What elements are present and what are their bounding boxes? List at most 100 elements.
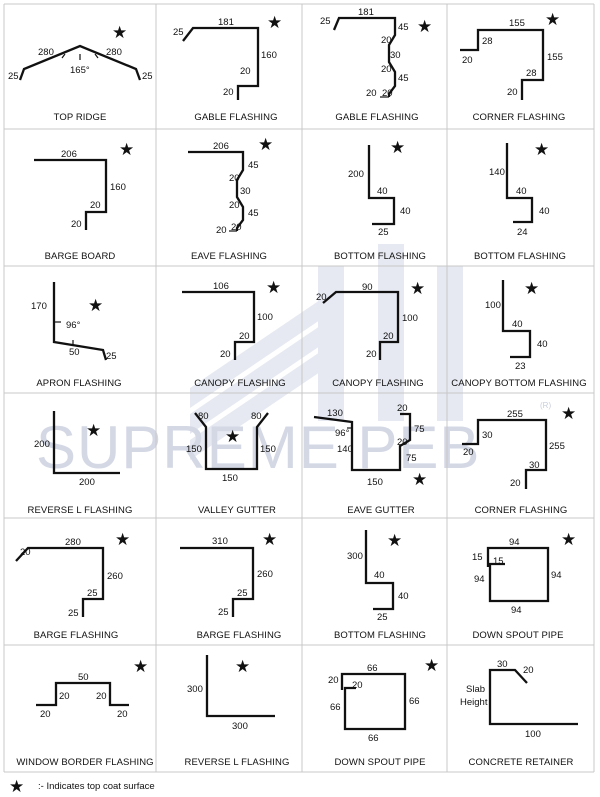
dim-label: 200 xyxy=(79,477,95,488)
dim-label: 20 xyxy=(71,219,82,230)
star-icon: ★ xyxy=(561,404,576,423)
profile-reverse-l-flashing-2: 300 300 ★ REVERSE L FLASHING xyxy=(185,655,290,768)
profile-caption: CANOPY FLASHING xyxy=(194,378,286,389)
dim-label: 45 xyxy=(398,73,409,84)
profile-eave-gutter: 130 96° 140 20 75 20 75 150 ★ EAVE GUTTE… xyxy=(313,403,427,516)
dim-label: 50 xyxy=(78,672,89,683)
dim-label: 100 xyxy=(485,300,501,311)
dim-label: 165° xyxy=(70,65,90,76)
dim-label: 155 xyxy=(509,18,525,29)
dim-label: 66 xyxy=(409,696,420,707)
profile-caption: CORNER FLASHING xyxy=(475,505,568,516)
dim-label: 20 xyxy=(96,691,107,702)
dim-label: 25 xyxy=(173,27,184,38)
profile-barge-board: 206 160 20 20 ★ BARGE BOARD xyxy=(34,140,134,262)
dim-label: 66 xyxy=(330,702,341,713)
dim-label: 100 xyxy=(402,313,418,324)
profile-caption: BARGE FLASHING xyxy=(197,630,282,641)
dim-label: 20 xyxy=(117,709,128,720)
dim-label: 40 xyxy=(516,186,527,197)
dim-label: 25 xyxy=(68,608,79,619)
dim-label: 25 xyxy=(87,588,98,599)
dim-label: 260 xyxy=(107,571,123,582)
profile-down-spout-pipe-2: 66 20 20 66 66 66 ★ DOWN SPOUT PIPE xyxy=(328,656,439,768)
star-icon: ★ xyxy=(390,138,405,157)
profile-corner-flashing: 155 28 155 20 28 20 ★ CORNER FLASHING xyxy=(460,10,565,123)
dim-label: 106 xyxy=(213,281,229,292)
star-icon: ★ xyxy=(412,470,427,489)
profile-caption: GABLE FLASHING xyxy=(335,112,418,123)
dim-label: 25 xyxy=(8,71,19,82)
dim-label: 140 xyxy=(337,444,353,455)
star-icon: ★ xyxy=(545,10,560,29)
profile-caption: REVERSE L FLASHING xyxy=(185,757,290,768)
profile-caption: TOP RIDGE xyxy=(54,112,107,123)
dim-label: 20 xyxy=(229,173,240,184)
dim-label: 20 xyxy=(90,200,101,211)
dim-label: 20 xyxy=(381,64,392,75)
profile-corner-flashing-2: 255 30 20 255 30 20 ★ CORNER FLASHING xyxy=(462,404,576,516)
dim-label: 181 xyxy=(358,7,374,18)
profile-bottom-flashing-2: 140 40 40 24 ★ BOTTOM FLASHING xyxy=(474,140,566,262)
dim-label: Slab xyxy=(466,684,485,695)
dim-label: 23 xyxy=(515,361,526,372)
dim-label: 25 xyxy=(142,71,153,82)
profile-caption: CANOPY BOTTOM FLASHING xyxy=(451,378,586,389)
dim-label: 28 xyxy=(482,36,493,47)
dim-label: 206 xyxy=(213,141,229,152)
dim-label: 280 xyxy=(106,47,122,58)
star-icon: ★ xyxy=(225,427,240,446)
star-icon: ★ xyxy=(534,140,549,159)
dim-label: 20 xyxy=(366,349,377,360)
profile-barge-flashing-2: 310 260 25 25 ★ BARGE FLASHING xyxy=(180,530,281,641)
star-icon: ★ xyxy=(424,656,439,675)
profile-bottom-flashing: 200 40 40 25 ★ BOTTOM FLASHING xyxy=(334,138,426,262)
dim-label: 20 xyxy=(231,222,242,233)
star-icon: ★ xyxy=(266,278,281,297)
dim-label: 20 xyxy=(523,665,534,676)
profile-bottom-flashing-3: 300 40 40 25 ★ BOTTOM FLASHING xyxy=(334,530,426,641)
dim-label: 80 xyxy=(251,411,262,422)
star-icon: ★ xyxy=(524,279,539,298)
dim-label: 40 xyxy=(377,186,388,197)
dim-label: 40 xyxy=(537,339,548,350)
dim-label: 20 xyxy=(463,447,474,458)
profile-caption: VALLEY GUTTER xyxy=(198,505,276,516)
dim-label: 94 xyxy=(509,537,520,548)
dim-label: 150 xyxy=(186,444,202,455)
dim-label: 25 xyxy=(237,588,248,599)
profile-concrete-retainer: 30 20 Slab Height 100 CONCRETE RETAINER xyxy=(460,659,578,768)
dim-label: 30 xyxy=(390,50,401,61)
dim-label: 200 xyxy=(348,169,364,180)
grid-lines xyxy=(3,3,595,773)
dim-label: 20 xyxy=(220,349,231,360)
dim-label: 20 xyxy=(216,225,227,236)
dim-label: 181 xyxy=(218,17,234,28)
profile-barge-flashing: 280 20 260 25 25 ★ BARGE FLASHING xyxy=(15,530,130,641)
star-icon: ★ xyxy=(112,23,127,42)
profile-caption: CORNER FLASHING xyxy=(473,112,566,123)
dim-label: 24 xyxy=(517,227,528,238)
dim-label: 75 xyxy=(414,424,425,435)
dim-label: 260 xyxy=(257,569,273,580)
profile-canopy-bottom-flashing: 100 40 40 23 ★ CANOPY BOTTOM FLASHING xyxy=(451,279,586,389)
dim-label: 20 xyxy=(239,331,250,342)
dim-label: 150 xyxy=(260,444,276,455)
dim-label: 100 xyxy=(257,312,273,323)
dim-label: 40 xyxy=(398,591,409,602)
dim-label: 20 xyxy=(462,55,473,66)
profile-caption: EAVE FLASHING xyxy=(191,251,267,262)
dim-label: 40 xyxy=(400,206,411,217)
dim-label: 20 xyxy=(40,709,51,720)
dim-label: 45 xyxy=(398,22,409,33)
dim-label: 45 xyxy=(248,208,259,219)
profile-caption: GABLE FLASHING xyxy=(194,112,277,123)
dim-label: 150 xyxy=(222,473,238,484)
profile-caption: APRON FLASHING xyxy=(36,378,121,389)
dim-label: 25 xyxy=(106,351,117,362)
profile-gable-flashing-2: 181 25 45 20 30 20 45 20 20 ★ GABLE FLAS… xyxy=(320,7,432,123)
star-icon: ★ xyxy=(410,279,425,298)
dim-label: 170 xyxy=(31,301,47,312)
dim-label: 90 xyxy=(362,282,373,293)
